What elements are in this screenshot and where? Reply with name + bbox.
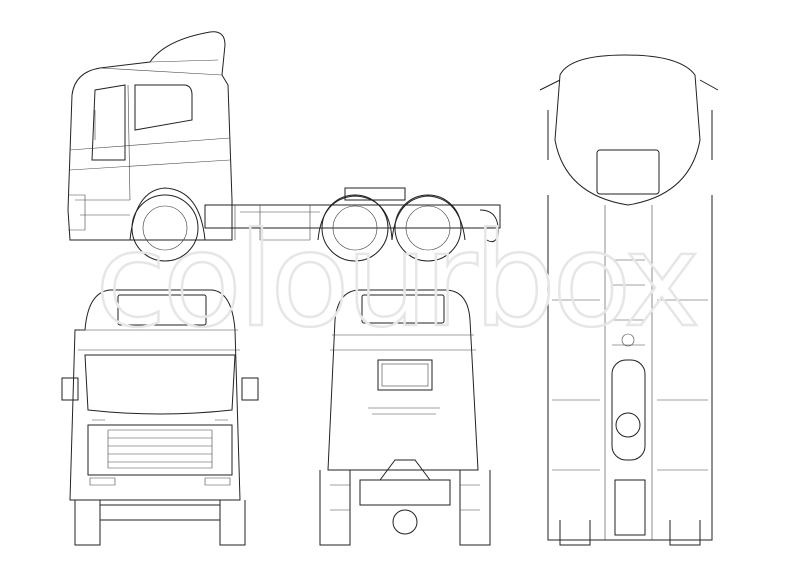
rear-view (319, 289, 491, 546)
side-view (67, 31, 501, 262)
watermark: colourbox (95, 204, 697, 356)
front-view (61, 289, 259, 546)
top-view (539, 54, 719, 546)
